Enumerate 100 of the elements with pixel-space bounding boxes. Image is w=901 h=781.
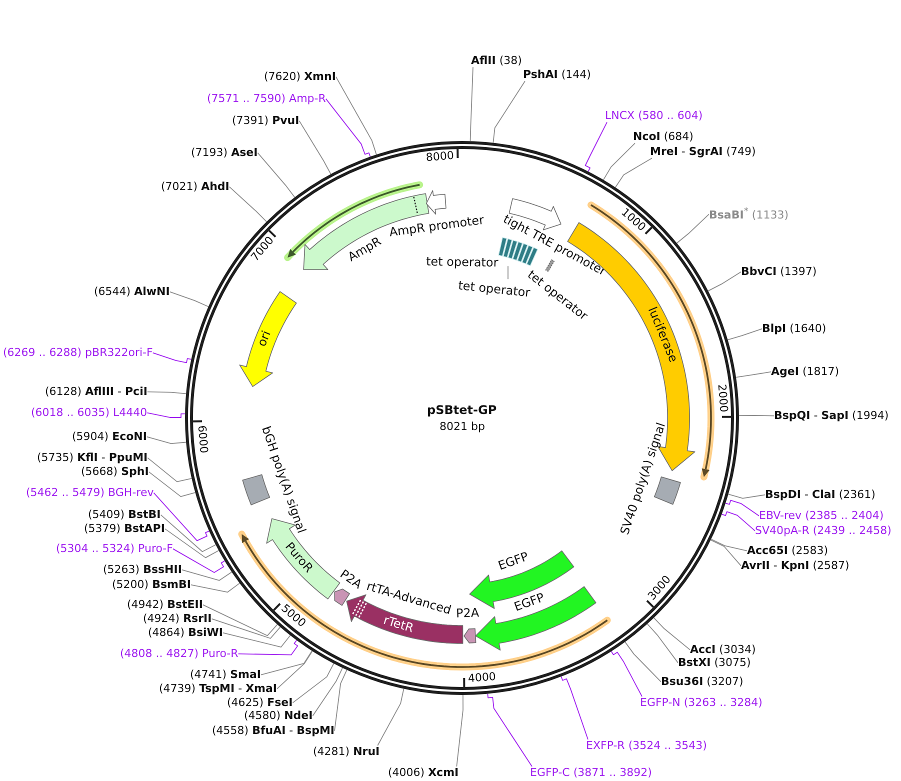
feature-label: EGFP — [496, 550, 530, 574]
leader-line — [146, 412, 186, 418]
plasmid-name: pSBtet-GP — [427, 404, 497, 418]
restriction-site-label: NcoI (684) — [633, 130, 694, 144]
leader-line — [610, 650, 642, 697]
restriction-site-label: BlpI (1640) — [762, 322, 826, 336]
sequence-feature — [238, 290, 297, 387]
primer-site-label: (5462 .. 5479) BGH-rev — [26, 486, 154, 500]
primer-site-label: EGFP-C (3871 .. 3892) — [530, 766, 652, 780]
leader-line — [148, 471, 196, 498]
restriction-site-label: (5379) BstAPI — [84, 522, 165, 536]
feature-label: tet operator — [457, 279, 531, 300]
restriction-site-label: (5668) SphI — [81, 466, 149, 478]
restriction-site-label: AflII (38) — [471, 54, 522, 68]
restriction-site-label: (4924) RsrII — [143, 612, 212, 626]
leader-line — [298, 120, 332, 174]
leader-line — [153, 492, 210, 542]
feature-box — [242, 424, 309, 536]
restriction-site-label: BbvCI (1397) — [741, 266, 817, 278]
restriction-site-label: (6128) AflIII - PciI — [45, 386, 148, 398]
restriction-site-label: (7391) PvuI — [232, 114, 300, 128]
leader-line — [728, 494, 766, 499]
leader-line — [334, 669, 348, 732]
leader-line — [312, 667, 343, 716]
leader-line — [710, 538, 748, 552]
primer-site-label: EBV-rev (2385 .. 2404) — [759, 510, 884, 522]
feature-label: P2A — [337, 568, 364, 592]
leader-line — [152, 352, 192, 364]
leader-line — [172, 548, 226, 573]
leader-line — [736, 371, 772, 378]
restriction-site-label: (4006) XcmI — [388, 766, 459, 780]
leader-line — [336, 76, 377, 155]
leader-line — [614, 158, 652, 188]
leader-line — [560, 676, 588, 740]
leader-line — [725, 500, 760, 516]
restriction-site-label: (4625) FseI — [227, 696, 293, 710]
feature-label: ori — [256, 328, 275, 348]
leader-line — [653, 617, 690, 650]
leader-line — [276, 650, 313, 690]
tick-label: 4000 — [468, 670, 497, 686]
leader-line — [211, 618, 281, 639]
restriction-site-label: AccI (3034) — [690, 644, 756, 656]
restriction-site-label: (7193) AseI — [191, 146, 258, 160]
primer-site-label: LNCX (580 .. 604) — [605, 110, 703, 122]
restriction-site-label: (5200) BsmBI — [112, 578, 191, 592]
restriction-site-label: (5904) EcoNI — [72, 430, 147, 444]
primer-site-label: EGFP-N (3263 .. 3284) — [640, 696, 762, 710]
leader-line — [146, 436, 186, 444]
restriction-site-label: Acc65I (2583) — [747, 544, 828, 558]
restriction-site-label: BsaBI$^{*}$ (1133) — [709, 206, 788, 222]
leader-line — [182, 569, 232, 581]
leader-line — [147, 391, 187, 394]
leader-line — [228, 186, 267, 222]
restriction-site-label: MreI - SgrAI (749) — [650, 146, 756, 158]
leader-line — [470, 66, 474, 142]
restriction-site-label: (5735) KflI - PpuMI — [37, 452, 148, 464]
primer-site-label: (6018 .. 6035) L4440 — [31, 406, 148, 420]
restriction-site-label: (4864) BsiWI — [148, 626, 224, 640]
restriction-site-label: BspQI - SapI (1994) — [774, 410, 889, 422]
leader-line — [325, 98, 371, 158]
primer-site-label: (5304 .. 5324) Puro-F — [56, 542, 173, 556]
restriction-site-label: BstXI (3075) — [678, 656, 751, 670]
feature-label: tet operator — [426, 255, 498, 270]
sequence-feature — [469, 550, 575, 609]
feature-box — [618, 420, 682, 538]
restriction-site-label: (4558) BfuAI - BspMI — [212, 724, 335, 738]
leader-line — [624, 641, 662, 682]
leader-line — [190, 582, 240, 593]
primer-site-label: (7571 .. 7590) Amp-R — [207, 92, 326, 106]
restriction-site-label: (4580) NdeI — [244, 710, 313, 722]
leader-line — [676, 214, 710, 244]
leader-line — [708, 271, 742, 292]
restriction-site-label: (4741) SmaI — [190, 668, 261, 682]
leader-line — [147, 457, 192, 482]
leader-line — [377, 688, 404, 746]
leader-line — [160, 514, 216, 552]
restriction-site-label: (7021) AhdI — [161, 180, 230, 194]
primer-site-label: EXFP-R (3524 .. 3543) — [586, 740, 707, 752]
feature-label: EGFP — [512, 591, 546, 615]
leader-line — [721, 511, 756, 532]
restriction-site-label: (4281) NruI — [313, 746, 380, 758]
restriction-site-label: (4739) TspMI - XmaI — [159, 682, 278, 696]
leader-line — [738, 414, 774, 416]
tick-label: 2000 — [714, 384, 730, 414]
leader-line — [584, 122, 608, 172]
sequence-feature — [456, 606, 480, 644]
restriction-site-label: (5409) BstBI — [88, 508, 161, 522]
leader-line — [202, 604, 278, 636]
leader-line — [169, 291, 209, 308]
leader-line — [602, 142, 636, 180]
leader-line — [257, 152, 296, 198]
leader-line — [238, 640, 298, 656]
restriction-site-label: (6544) AlwNI — [94, 286, 170, 298]
leader-line — [492, 80, 526, 144]
restriction-site-label: (4942) BstEII — [127, 598, 203, 612]
leader-line — [260, 650, 312, 676]
primer-site-label: (4808 .. 4827) Puro-R — [120, 648, 238, 660]
leader-line — [456, 694, 464, 767]
leader-line — [487, 693, 532, 767]
tick-label: 6000 — [194, 424, 210, 454]
